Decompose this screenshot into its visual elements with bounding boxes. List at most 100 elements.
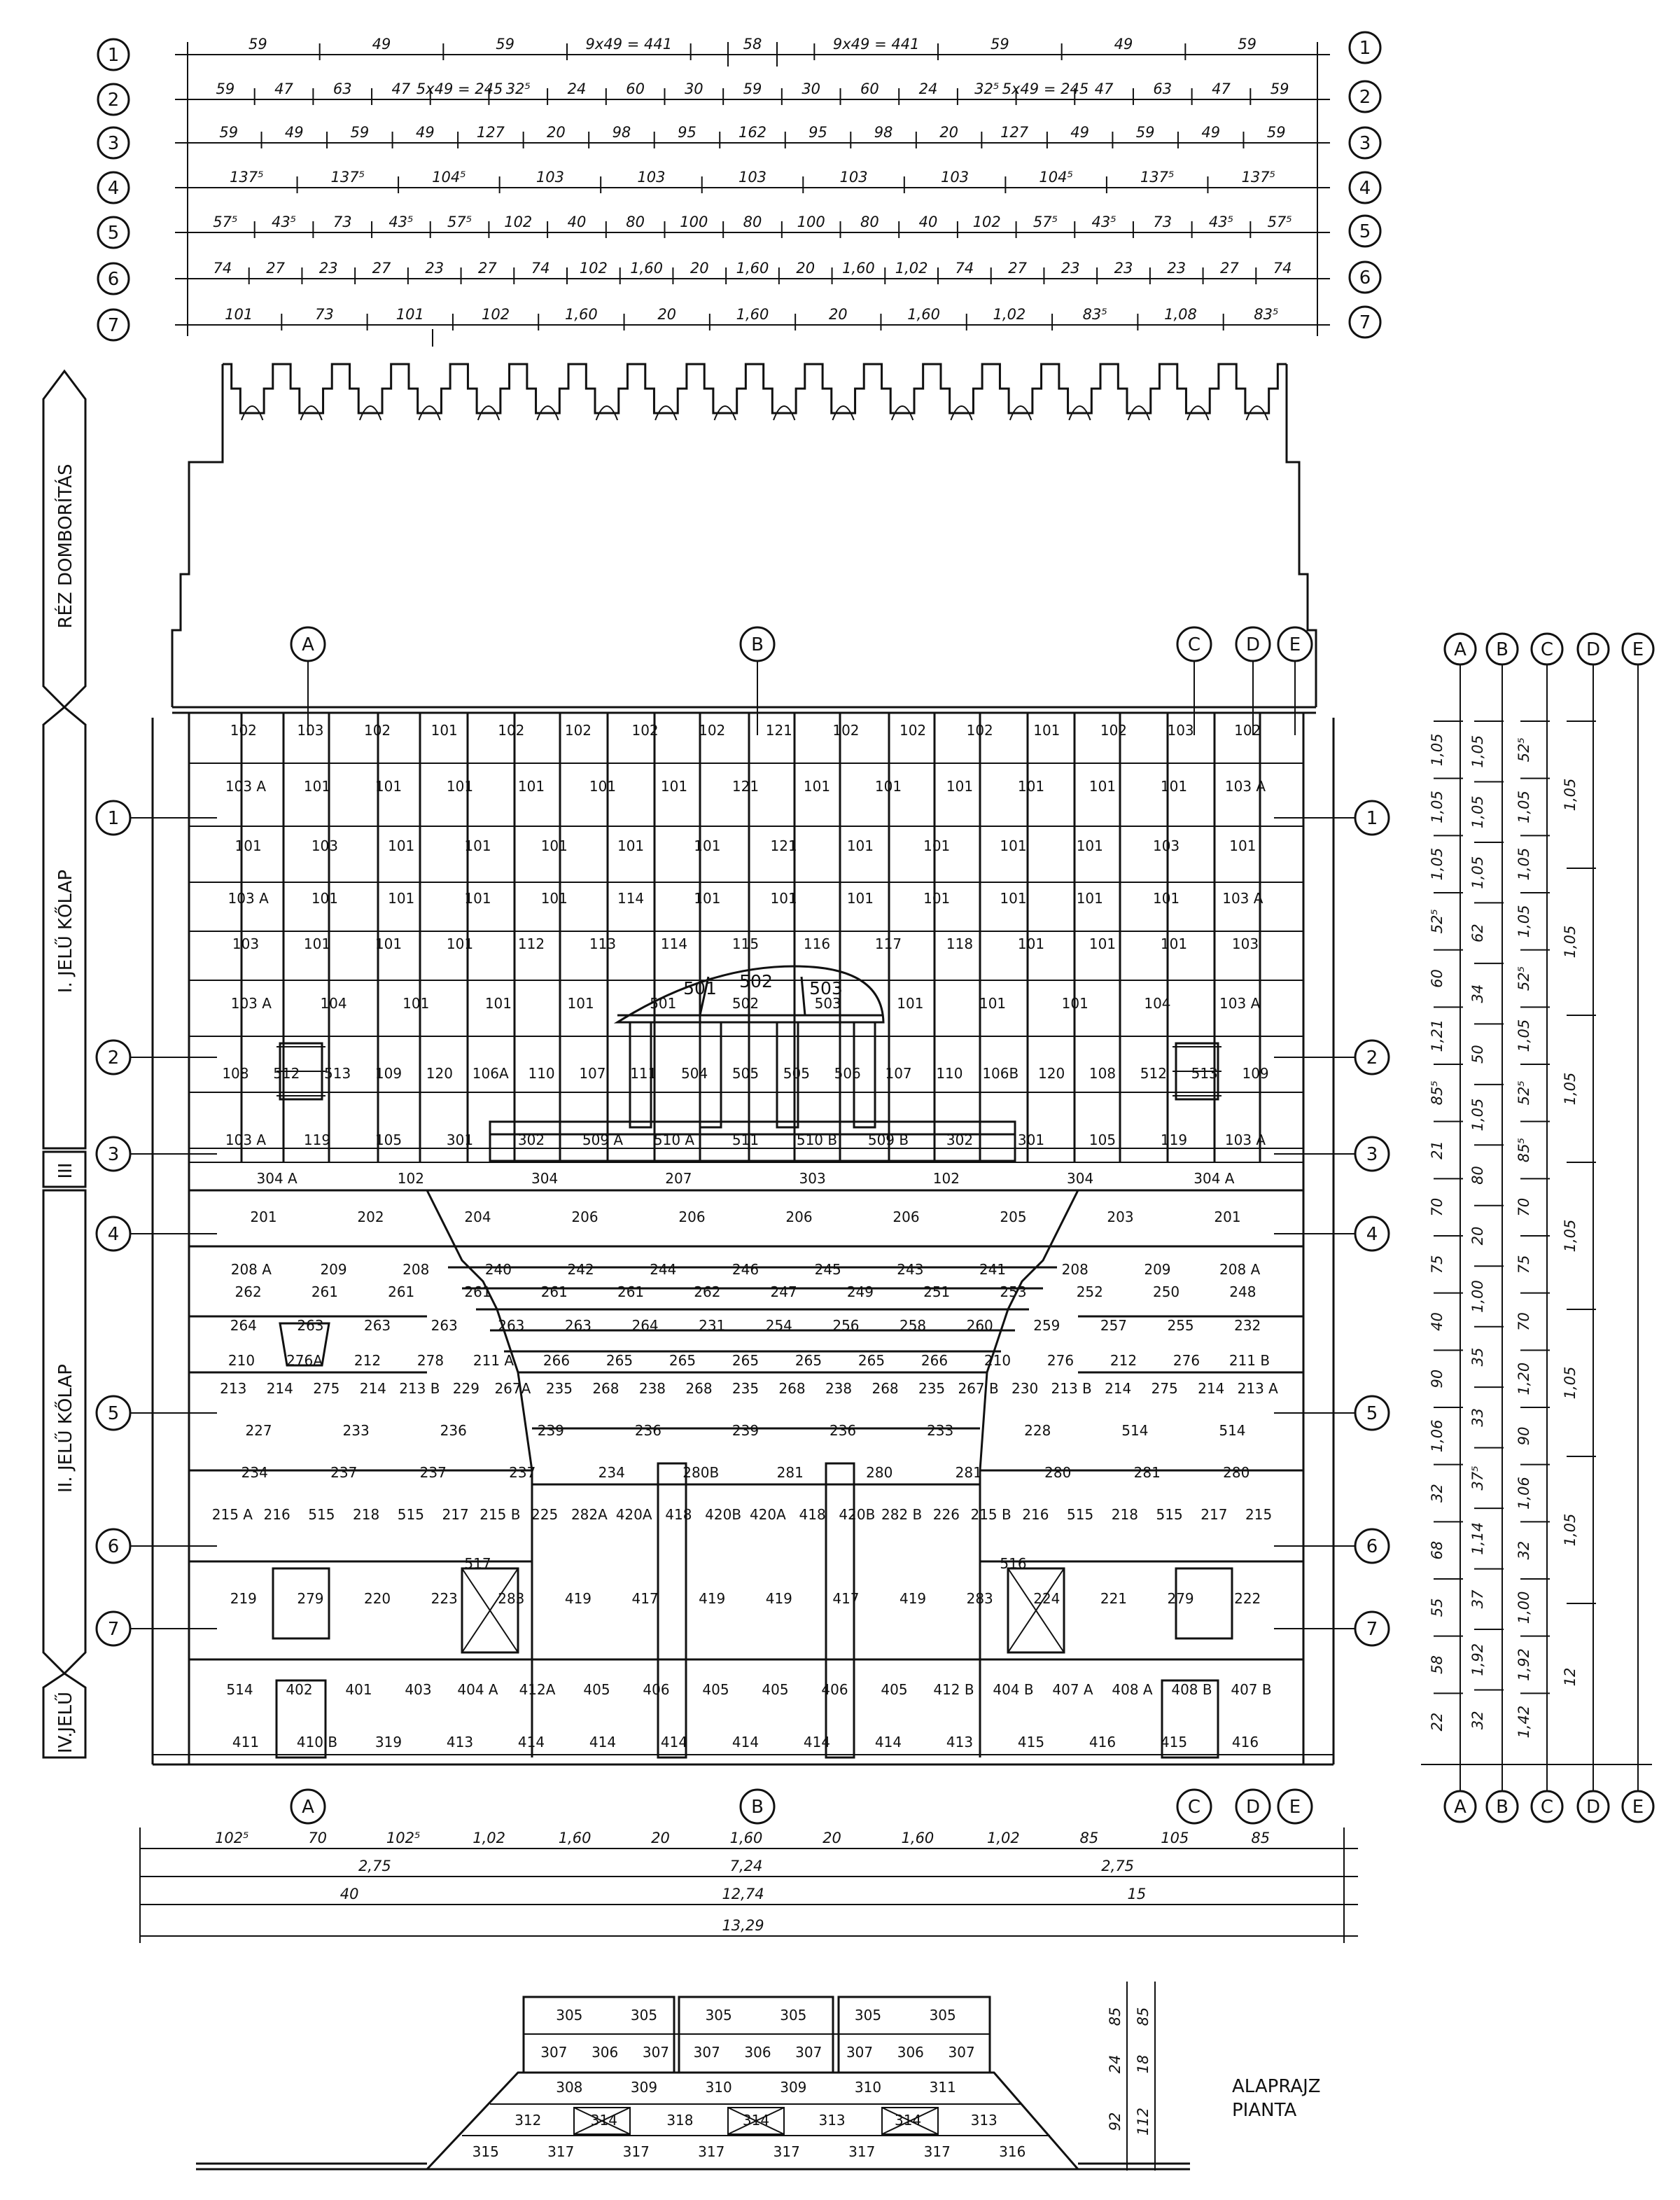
stone-label: 101 bbox=[568, 995, 594, 1012]
stone-label: 101 bbox=[1161, 778, 1187, 795]
stone-label: 206 bbox=[571, 1209, 598, 1225]
stone-label: 268 bbox=[778, 1380, 805, 1397]
vertical-dimension-value: 1,05 bbox=[1516, 791, 1532, 823]
stone-label: 414 bbox=[661, 1734, 687, 1750]
dimension-value: 98 bbox=[874, 124, 893, 141]
stone-label: 261 bbox=[464, 1283, 491, 1300]
svg-text:5: 5 bbox=[108, 223, 120, 244]
stone-label: 205 bbox=[1000, 1209, 1026, 1225]
stone-label: 102 bbox=[899, 722, 926, 739]
stone-label: 514 bbox=[1121, 1422, 1148, 1439]
horizontal-dimension-value: 102⁵ bbox=[215, 1830, 249, 1846]
stone-label: 509 A bbox=[582, 1132, 624, 1148]
stone-label: 411 bbox=[232, 1734, 259, 1750]
stone-label: 101 bbox=[1062, 995, 1088, 1012]
plan-stone-label: 307 bbox=[795, 2044, 822, 2061]
stone-label: 116 bbox=[804, 935, 830, 952]
vertical-dimension-value: 35 bbox=[1469, 1348, 1486, 1367]
vertical-dimension-value: 1,14 bbox=[1469, 1522, 1486, 1555]
vertical-dimension-value: 70 bbox=[1429, 1198, 1446, 1217]
vertical-dimension-value: 1,05 bbox=[1469, 1099, 1486, 1132]
plan-stone-label: 317 bbox=[848, 2143, 875, 2160]
stone-label: 303 bbox=[799, 1170, 826, 1187]
stone-label: 417 bbox=[832, 1590, 859, 1607]
stone-label: 213 B bbox=[1051, 1380, 1092, 1397]
horizontal-dimension-value: 1,60 bbox=[559, 1830, 592, 1846]
stone-label: 102 bbox=[1234, 722, 1261, 739]
svg-text:4: 4 bbox=[1359, 178, 1371, 199]
vertical-dimension-value: 1,05 bbox=[1562, 1073, 1578, 1106]
stone-label: 263 bbox=[498, 1317, 524, 1334]
stone-label: 114 bbox=[661, 935, 687, 952]
plan-stone-label: 306 bbox=[744, 2044, 771, 2061]
dimension-value: 63 bbox=[333, 81, 352, 97]
stone-label: 212 bbox=[1110, 1352, 1137, 1369]
stone-label: 238 bbox=[825, 1380, 852, 1397]
dimension-value: 102 bbox=[504, 214, 532, 230]
stone-label: 302 bbox=[946, 1132, 973, 1148]
vertical-dimension-value: 40 bbox=[1429, 1312, 1446, 1331]
svg-text:6: 6 bbox=[1359, 267, 1371, 288]
horizontal-dimension-value: 1,60 bbox=[730, 1830, 763, 1846]
stone-label: 230 bbox=[1011, 1380, 1038, 1397]
stone-label: 208 bbox=[402, 1261, 429, 1278]
row-marker-4-right: 4 bbox=[1348, 171, 1382, 204]
stone-label: 261 bbox=[388, 1283, 414, 1300]
stone-label: 234 bbox=[241, 1464, 268, 1481]
plan-dimension-value: 85 bbox=[1107, 2007, 1124, 2026]
stone-label: 516 bbox=[1000, 1555, 1026, 1572]
stone-label: 264 bbox=[631, 1317, 658, 1334]
stone-label: 414 bbox=[804, 1734, 830, 1750]
stone-label: 237 bbox=[509, 1464, 536, 1481]
plan-dimension-value: 85 bbox=[1135, 2007, 1152, 2026]
stone-label: 207 bbox=[665, 1170, 692, 1187]
stone-label: 214 bbox=[360, 1380, 386, 1397]
stone-label: 406 bbox=[821, 1681, 848, 1698]
stone-label: 220 bbox=[364, 1590, 391, 1607]
stone-label: 501 bbox=[683, 978, 717, 998]
dimension-value: 102 bbox=[580, 260, 608, 277]
dimension-value: 58 bbox=[743, 36, 762, 53]
stone-label: 276 bbox=[1173, 1352, 1200, 1369]
stone-label: 265 bbox=[795, 1352, 822, 1369]
plan-stone-label: 312 bbox=[514, 2112, 541, 2129]
stone-label: 103 bbox=[1167, 722, 1194, 739]
stone-label: 417 bbox=[631, 1590, 658, 1607]
stone-label: 103 A bbox=[1225, 778, 1266, 795]
stone-label: 319 bbox=[375, 1734, 402, 1750]
stone-label: 235 bbox=[546, 1380, 573, 1397]
dimension-value: 23 bbox=[1061, 260, 1080, 277]
row-marker-6-right: 6 bbox=[1348, 260, 1382, 294]
dimension-value: 59 bbox=[1270, 81, 1289, 97]
stone-label: 304 bbox=[1067, 1170, 1093, 1187]
row-marker-7: 7 bbox=[97, 308, 130, 342]
stone-label: 234 bbox=[598, 1464, 625, 1481]
vertical-dimension-value: 58 bbox=[1429, 1655, 1446, 1674]
stone-label: 258 bbox=[899, 1317, 926, 1334]
vertical-dimension-value: 1,92 bbox=[1469, 1643, 1486, 1676]
stone-label: 204 bbox=[464, 1209, 491, 1225]
stone-label: 201 bbox=[250, 1209, 276, 1225]
vertical-dimension-value: 1,05 bbox=[1429, 791, 1446, 823]
stone-label: 239 bbox=[732, 1422, 759, 1439]
stone-label: 262 bbox=[235, 1283, 262, 1300]
plan-stone-label: 307 bbox=[540, 2044, 567, 2061]
dimension-value: 127 bbox=[477, 124, 505, 141]
dimension-value: 49 bbox=[285, 124, 304, 141]
vertical-dimension-value: 52⁵ bbox=[1516, 737, 1532, 762]
dimension-value: 1,02 bbox=[993, 306, 1026, 323]
stone-label: 101 bbox=[694, 837, 720, 854]
band-label-divider: III bbox=[55, 1162, 76, 1178]
stone-label: 414 bbox=[589, 1734, 616, 1750]
stone-label: 101 bbox=[617, 837, 644, 854]
stone-label: 101 bbox=[375, 778, 402, 795]
row-marker-3-right: 3 bbox=[1354, 1136, 1390, 1172]
horizontal-dimension-value: 70 bbox=[308, 1830, 327, 1846]
stone-label: 102 bbox=[1100, 722, 1127, 739]
horizontal-dimension-value: 15 bbox=[1127, 1886, 1146, 1902]
vertical-dimension-value: 70 bbox=[1516, 1198, 1532, 1217]
plan-dimension-value: 18 bbox=[1135, 2055, 1152, 2074]
stone-label: 102 bbox=[230, 722, 257, 739]
